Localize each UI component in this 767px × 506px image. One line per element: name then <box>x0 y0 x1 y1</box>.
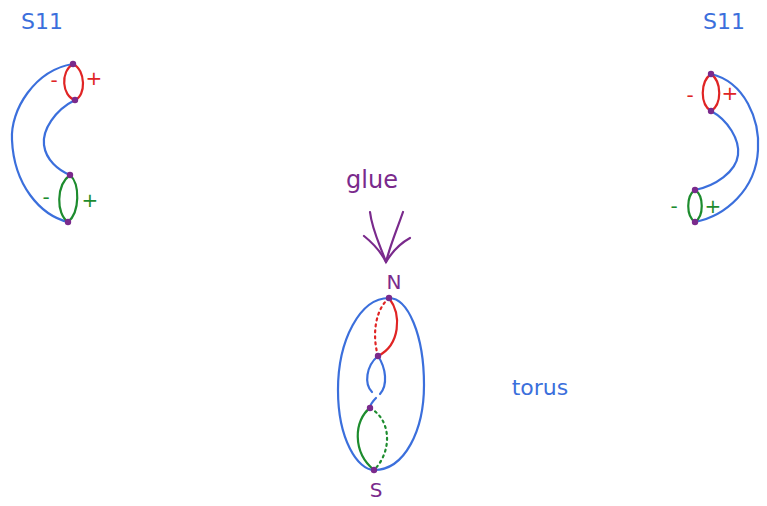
vertex-dot <box>692 187 698 193</box>
outer-arc <box>695 74 758 222</box>
green-loop <box>59 175 77 222</box>
vertex-dot <box>371 467 377 473</box>
vertex-dot <box>708 71 714 77</box>
inner-arc <box>695 111 738 190</box>
sign-label: - <box>50 70 57 90</box>
vertex-dot <box>70 61 76 67</box>
green-loop-hidden <box>370 408 387 470</box>
green-loop <box>688 190 702 222</box>
surface-name: S11 <box>703 11 745 33</box>
glue-arrow <box>364 212 410 262</box>
inner-arc <box>44 100 75 175</box>
sign-label: + <box>82 190 99 210</box>
torus-figure <box>338 295 424 473</box>
sign-label: + <box>722 83 739 103</box>
sign-label: - <box>670 196 677 216</box>
arrow-stroke <box>370 212 386 262</box>
inner-strand <box>367 356 378 392</box>
vertex-dot <box>708 108 714 114</box>
red-loop-hidden <box>375 298 389 356</box>
green-loop <box>358 408 374 470</box>
sign-label: + <box>86 68 103 88</box>
vertex-dot <box>67 172 73 178</box>
arrow-stroke <box>386 212 403 262</box>
vertex-dot <box>375 353 381 359</box>
vertex-dot <box>72 97 78 103</box>
glue-label: glue <box>346 168 398 192</box>
red-loop <box>703 74 720 111</box>
vertex-dot <box>367 405 373 411</box>
arrow-head <box>364 236 410 262</box>
sign-label: - <box>686 85 693 105</box>
torus-outline <box>338 298 424 470</box>
right-surface <box>688 71 758 225</box>
surface-name: S11 <box>21 11 63 33</box>
vertex-dot <box>386 295 392 301</box>
pole-label: N <box>387 272 402 292</box>
red-loop <box>64 64 83 100</box>
left-surface <box>12 61 83 225</box>
vertex-dot <box>65 219 71 225</box>
sign-label: - <box>42 187 49 207</box>
pole-label: S <box>370 480 383 500</box>
sign-label: + <box>705 196 722 216</box>
surface-name: torus <box>512 377 569 399</box>
vertex-dot <box>692 219 698 225</box>
inner-strand <box>378 356 385 394</box>
